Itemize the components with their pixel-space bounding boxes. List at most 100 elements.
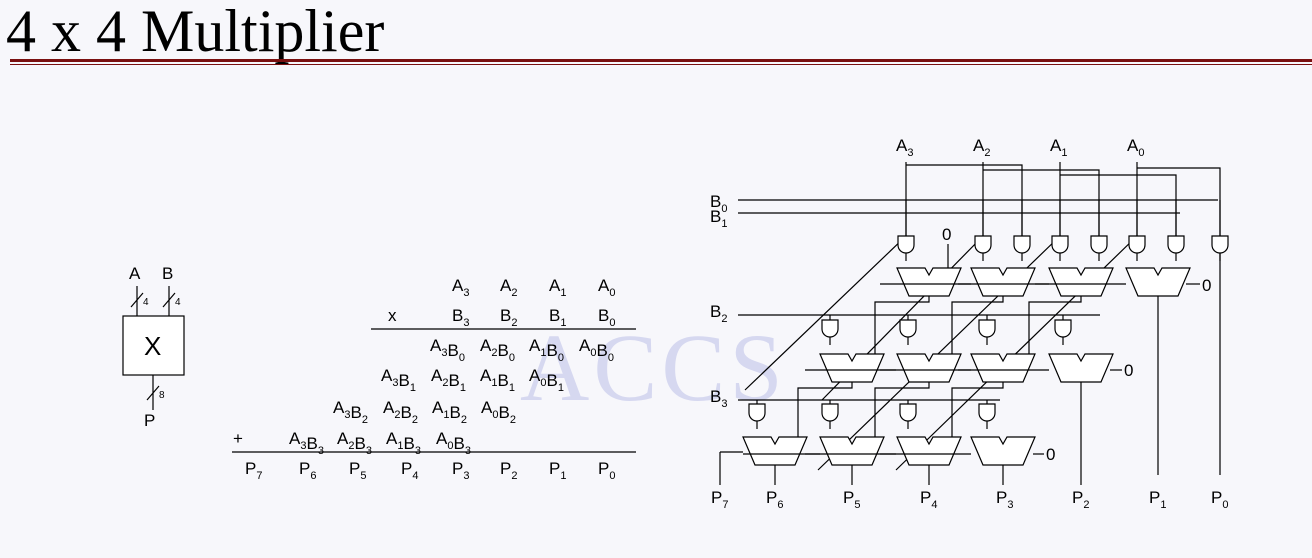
bus-a-slash xyxy=(130,292,144,308)
bus-b-width: 4 xyxy=(175,297,181,308)
slide-title: 4 x 4 Multiplier xyxy=(6,0,385,64)
partial-product-term: A0B2 xyxy=(481,398,516,426)
circuit-output-label: P2 xyxy=(1072,488,1089,511)
and-gate xyxy=(821,403,839,422)
bus-a-width: 4 xyxy=(143,297,149,308)
circuit-input-b-label: B2 xyxy=(710,302,727,325)
sum-wire xyxy=(797,382,853,437)
bus-p-slash xyxy=(146,385,160,401)
full-adder xyxy=(1048,353,1114,383)
full-adder xyxy=(896,267,962,297)
full-adder xyxy=(896,353,962,383)
constant-zero: 0 xyxy=(942,225,951,244)
title-rule-thin xyxy=(10,64,1312,65)
partial-product-term: A3B1 xyxy=(381,366,416,394)
circuit-output-label: P7 xyxy=(711,488,728,511)
and-gate xyxy=(1051,235,1069,254)
full-adder xyxy=(970,436,1036,466)
partial-product-term: A3B0 xyxy=(430,336,465,364)
partial-product-term: A2B1 xyxy=(431,366,466,394)
and-gate xyxy=(1013,235,1031,254)
circuit-output-label: P3 xyxy=(996,488,1013,511)
constant-zero: 0 xyxy=(1202,276,1211,295)
partial-product-term: A2B0 xyxy=(480,336,515,364)
sum-wire xyxy=(874,382,930,437)
sum-wire xyxy=(951,296,1004,354)
circuit-output-label: P1 xyxy=(1149,488,1166,511)
full-adder xyxy=(1048,267,1114,297)
circuit-input-a-label: A3 xyxy=(896,136,913,159)
and-gate xyxy=(974,235,992,254)
and-gate xyxy=(748,403,766,422)
product-digit: P7 xyxy=(245,459,262,482)
bus-p-width: 8 xyxy=(159,390,165,401)
sum-wire xyxy=(874,296,930,354)
and-gate xyxy=(1090,235,1108,254)
circuit-output-label: P4 xyxy=(920,488,937,511)
times-sign: x xyxy=(388,306,397,325)
circuit-output-label: P5 xyxy=(843,488,860,511)
operand-b-digit: B0 xyxy=(598,306,615,329)
partial-product-term: A0B3 xyxy=(436,429,471,457)
full-adder xyxy=(819,436,885,466)
and-gate xyxy=(1167,235,1185,254)
a-tap-wire xyxy=(1137,167,1221,236)
full-adder xyxy=(896,436,962,466)
full-adder xyxy=(1125,267,1191,297)
block-input-b-label: B xyxy=(162,264,173,283)
product-digit: P3 xyxy=(452,459,469,482)
sum-wire xyxy=(1028,296,1082,354)
and-gate xyxy=(1128,235,1146,254)
circuit-input-a-label: A1 xyxy=(1050,136,1067,159)
circuit-input-b-label: B3 xyxy=(710,387,727,410)
bus-b-slash xyxy=(162,292,176,308)
and-gate xyxy=(978,403,996,422)
sum-wire xyxy=(951,382,1004,437)
circuit-output-label: P6 xyxy=(766,488,783,511)
and-gate xyxy=(897,235,915,254)
partial-product-term: A0B0 xyxy=(579,336,614,364)
watermark: ACCS xyxy=(520,314,787,421)
multiplier-block: A B 4 4 X 8 P xyxy=(122,264,185,430)
product-digit: P6 xyxy=(299,459,316,482)
and-gate xyxy=(978,319,996,338)
product-digit: P5 xyxy=(349,459,366,482)
block-input-a-label: A xyxy=(129,264,141,283)
and-gate xyxy=(821,319,839,338)
operand-b-digit: B3 xyxy=(452,306,469,329)
operand-a-digit: A0 xyxy=(598,276,615,299)
circuit-output-label: P0 xyxy=(1211,488,1228,511)
a-diagonal-wire xyxy=(744,235,907,391)
operand-a-digit: A2 xyxy=(500,276,517,299)
circuit-input-b-label: B1 xyxy=(710,207,727,230)
operand-b-digit: B2 xyxy=(500,306,517,329)
partial-product-term: A2B3 xyxy=(337,429,372,457)
product-digit: P2 xyxy=(500,459,517,482)
partial-product-term: A1B0 xyxy=(529,336,564,364)
operand-b-digit: B1 xyxy=(549,306,566,329)
and-gate xyxy=(899,403,917,422)
constant-zero: 0 xyxy=(1124,361,1133,380)
partial-product-term: A3B2 xyxy=(333,398,368,426)
full-adder xyxy=(742,436,808,466)
and-gate xyxy=(899,319,917,338)
full-adder xyxy=(970,353,1036,383)
circuit-input-a-label: A2 xyxy=(973,136,990,159)
product-digit: P1 xyxy=(549,459,566,482)
partial-product-term: A2B2 xyxy=(383,398,418,426)
block-output-label: P xyxy=(144,411,155,430)
partial-product-term: A1B2 xyxy=(432,398,467,426)
operand-a-digit: A1 xyxy=(549,276,566,299)
title-rule xyxy=(10,59,1312,62)
plus-sign: + xyxy=(233,429,243,448)
product-digit: P4 xyxy=(401,459,418,482)
partial-product-term: A0B1 xyxy=(529,366,564,394)
full-adder xyxy=(819,353,885,383)
multiplier-box xyxy=(122,315,185,376)
and-gate xyxy=(1211,235,1229,254)
partial-product-term: A1B1 xyxy=(480,366,515,394)
